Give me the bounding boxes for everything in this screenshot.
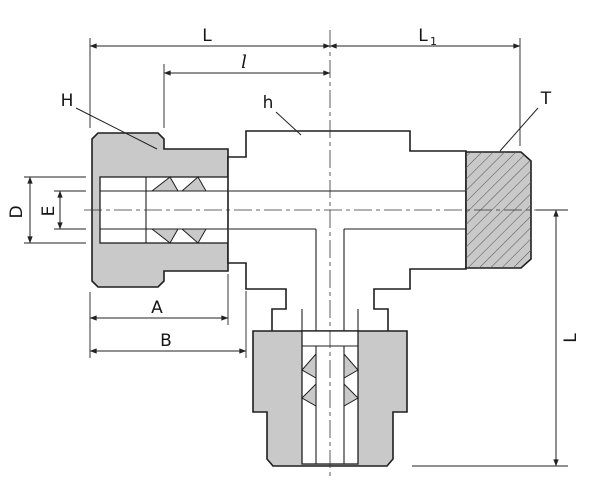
back-ferrule-top — [150, 176, 179, 192]
label-right-length-subscript: 1 — [430, 35, 437, 48]
leader-nut-size — [75, 107, 158, 150]
dimension-a-b: A B — [89, 274, 247, 358]
leader-body-hex — [275, 111, 302, 136]
label-overall-length: L — [202, 26, 212, 46]
label-nut-size: H — [61, 91, 74, 111]
dimension-center-length: l — [163, 52, 331, 128]
label-dim-a: A — [151, 298, 163, 318]
leader-thread-size — [499, 107, 539, 152]
centerlines — [84, 30, 548, 478]
back-ferrule-bottom — [150, 228, 179, 244]
label-tube-id: E — [39, 206, 59, 217]
fitting-body — [227, 130, 467, 464]
label-tube-od: D — [7, 205, 27, 218]
dimension-tube-diameters: D E — [7, 176, 86, 244]
label-center-length: l — [241, 52, 247, 73]
branch-ferrule-right-bottom — [343, 382, 359, 407]
dimension-overall-length: L L 1 — [89, 26, 521, 146]
front-ferrule-top — [180, 176, 207, 192]
branch-ferrule-left-bottom — [301, 382, 317, 407]
front-ferrule-bottom — [180, 228, 207, 244]
label-right-length: L — [418, 26, 428, 46]
label-branch-length: L — [561, 333, 581, 343]
label-body-hex: h — [263, 93, 274, 113]
branch-ferrule-left-top — [301, 352, 317, 379]
branch-ferrule-right-top — [343, 352, 359, 379]
callouts: H h T — [61, 89, 552, 152]
label-thread-size: T — [540, 89, 552, 109]
label-dim-b: B — [160, 331, 172, 351]
dimension-branch-length: L — [412, 209, 581, 467]
